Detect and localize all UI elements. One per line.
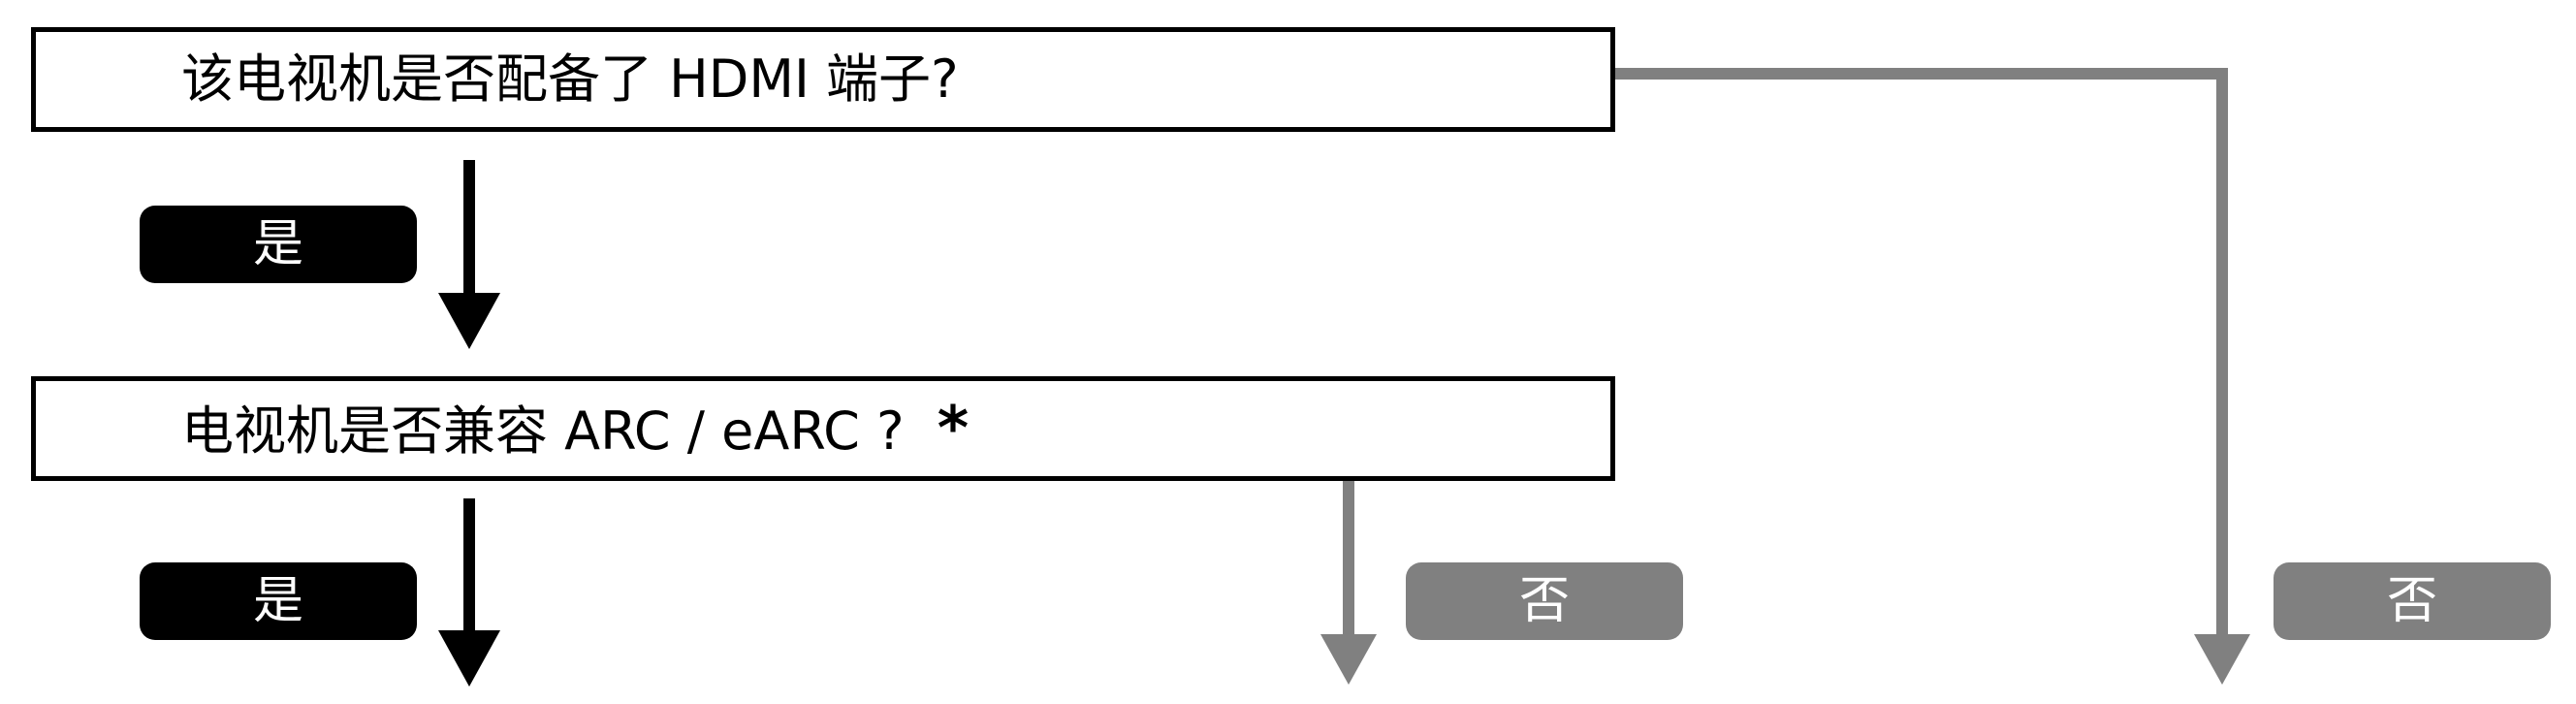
question-hdmi-text: 该电视机是否配备了 HDMI 端子? [181,48,959,110]
question-hdmi-box: 该电视机是否配备了 HDMI 端子? [31,27,1615,132]
yes-arrow-2-head [438,630,500,687]
no-badge-arc: 否 [1406,562,1683,640]
yes-arrow-1-head [438,293,500,349]
asterisk-marker: * [937,393,970,464]
question-arc-text: 电视机是否兼容 ARC / eARC ? [181,400,905,462]
no-arrow-hdmi-head [2194,634,2250,685]
question-arc-line: 电视机是否兼容 ARC / eARC ? * [181,381,969,476]
no-arrow-arc-head [1320,634,1377,685]
yes-badge-2: 是 [140,562,417,640]
yes-badge-1: 是 [140,206,417,283]
question-arc-box: 电视机是否兼容 ARC / eARC ? * [31,376,1615,481]
no-badge-hdmi: 否 [2274,562,2551,640]
no-arrow-hdmi-path [1615,68,2228,644]
